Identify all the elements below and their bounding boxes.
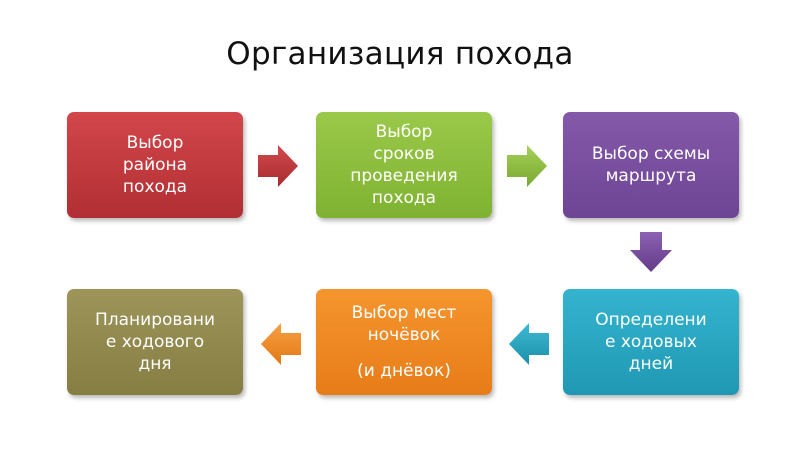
step-text: Определени: [595, 310, 707, 330]
arrow-right-icon: [256, 144, 300, 188]
step-box-camp-sites: Выбор мест ночёвок (и днёвок): [316, 289, 492, 395]
step-text: дня: [138, 354, 172, 374]
step-text: проведения: [350, 166, 458, 186]
page-title: Организация похода: [226, 36, 574, 72]
step-text: маршрута: [605, 166, 697, 186]
step-text: Выбор: [375, 122, 433, 142]
step-box-day-planning: Планировани е ходового дня: [67, 289, 243, 395]
step-text: (и днёвок): [357, 361, 451, 381]
step-text: сроков: [373, 144, 435, 164]
step-text: Выбор схемы: [591, 144, 711, 164]
step-text: Выбор: [126, 133, 184, 153]
step-text: дней: [628, 354, 674, 374]
step-box-choose-dates: Выбор сроков проведения похода: [316, 112, 492, 218]
step-box-choose-area: Выбор района похода: [67, 112, 243, 218]
arrow-left-icon: [507, 322, 551, 366]
step-text: похода: [371, 188, 437, 208]
step-text: похода: [122, 177, 188, 197]
step-text: ночёвок: [367, 325, 441, 345]
step-box-choose-route: Выбор схемы маршрута: [563, 112, 739, 218]
arrow-down-icon: [629, 230, 673, 274]
step-box-walking-days: Определени е ходовых дней: [563, 289, 739, 395]
step-text: Выбор мест: [351, 303, 457, 323]
step-text: Планировани: [94, 310, 216, 330]
arrow-left-icon: [259, 322, 303, 366]
step-text: е ходового: [105, 332, 205, 352]
step-text: района: [122, 155, 188, 175]
step-text: е ходовых: [605, 332, 697, 352]
arrow-right-icon: [505, 144, 549, 188]
